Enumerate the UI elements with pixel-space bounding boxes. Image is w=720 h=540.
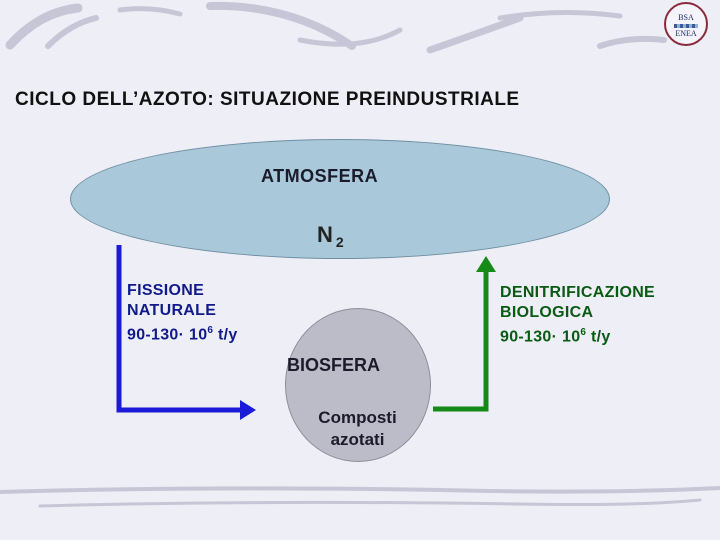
formula-element: N xyxy=(317,222,333,247)
biosphere-label: BIOSFERA xyxy=(287,355,381,375)
fixation-label: FISSIONE NATURALE 90-130· 106 t/y xyxy=(127,281,238,345)
fixation-rate-exponent: 6 xyxy=(207,325,214,336)
formula-subscript: 2 xyxy=(335,234,344,251)
atmosphere-label: ATMOSFERA xyxy=(261,166,379,186)
biosphere-content: Composti azotati xyxy=(280,407,435,451)
biosphere-circle xyxy=(285,308,431,462)
slide-title: CICLO DELL’AZOTO: SITUAZIONE PREINDUSTRI… xyxy=(15,89,520,110)
biosphere-content-line2: azotati xyxy=(330,430,385,449)
atmosphere-ellipse xyxy=(70,139,610,259)
denitrification-rate-prefix: 90-130· 10 xyxy=(500,328,581,346)
denitrification-line1: DENITRIFICAZIONE xyxy=(500,284,656,301)
denitrification-line2: BIOLOGICA xyxy=(500,304,594,321)
fixation-rate-unit: t/y xyxy=(213,326,238,344)
logo-stripes xyxy=(674,24,698,28)
fixation-arrow-line xyxy=(116,245,240,413)
logo-bottom-text: ENEA xyxy=(675,29,697,38)
fixation-line1: FISSIONE xyxy=(127,282,205,299)
denitrification-rate-exponent: 6 xyxy=(580,327,587,338)
fixation-rate: 90-130· 106 t/y xyxy=(127,321,238,345)
logo: BSA ENEA xyxy=(664,2,708,46)
denitrification-label: DENITRIFICAZIONE BIOLOGICA 90-130· 106 t… xyxy=(500,283,655,347)
denitrification-arrow-head xyxy=(476,256,496,272)
fixation-arrow-head xyxy=(240,400,256,420)
biosphere-content-line1: Composti xyxy=(318,408,397,427)
fixation-line2: NATURALE xyxy=(127,302,217,319)
denitrification-rate: 90-130· 106 t/y xyxy=(500,323,655,347)
fixation-rate-prefix: 90-130· 10 xyxy=(127,326,208,344)
denitrification-rate-unit: t/y xyxy=(586,328,611,346)
logo-top-text: BSA xyxy=(678,13,694,22)
denitrification-arrow-line xyxy=(433,272,489,412)
